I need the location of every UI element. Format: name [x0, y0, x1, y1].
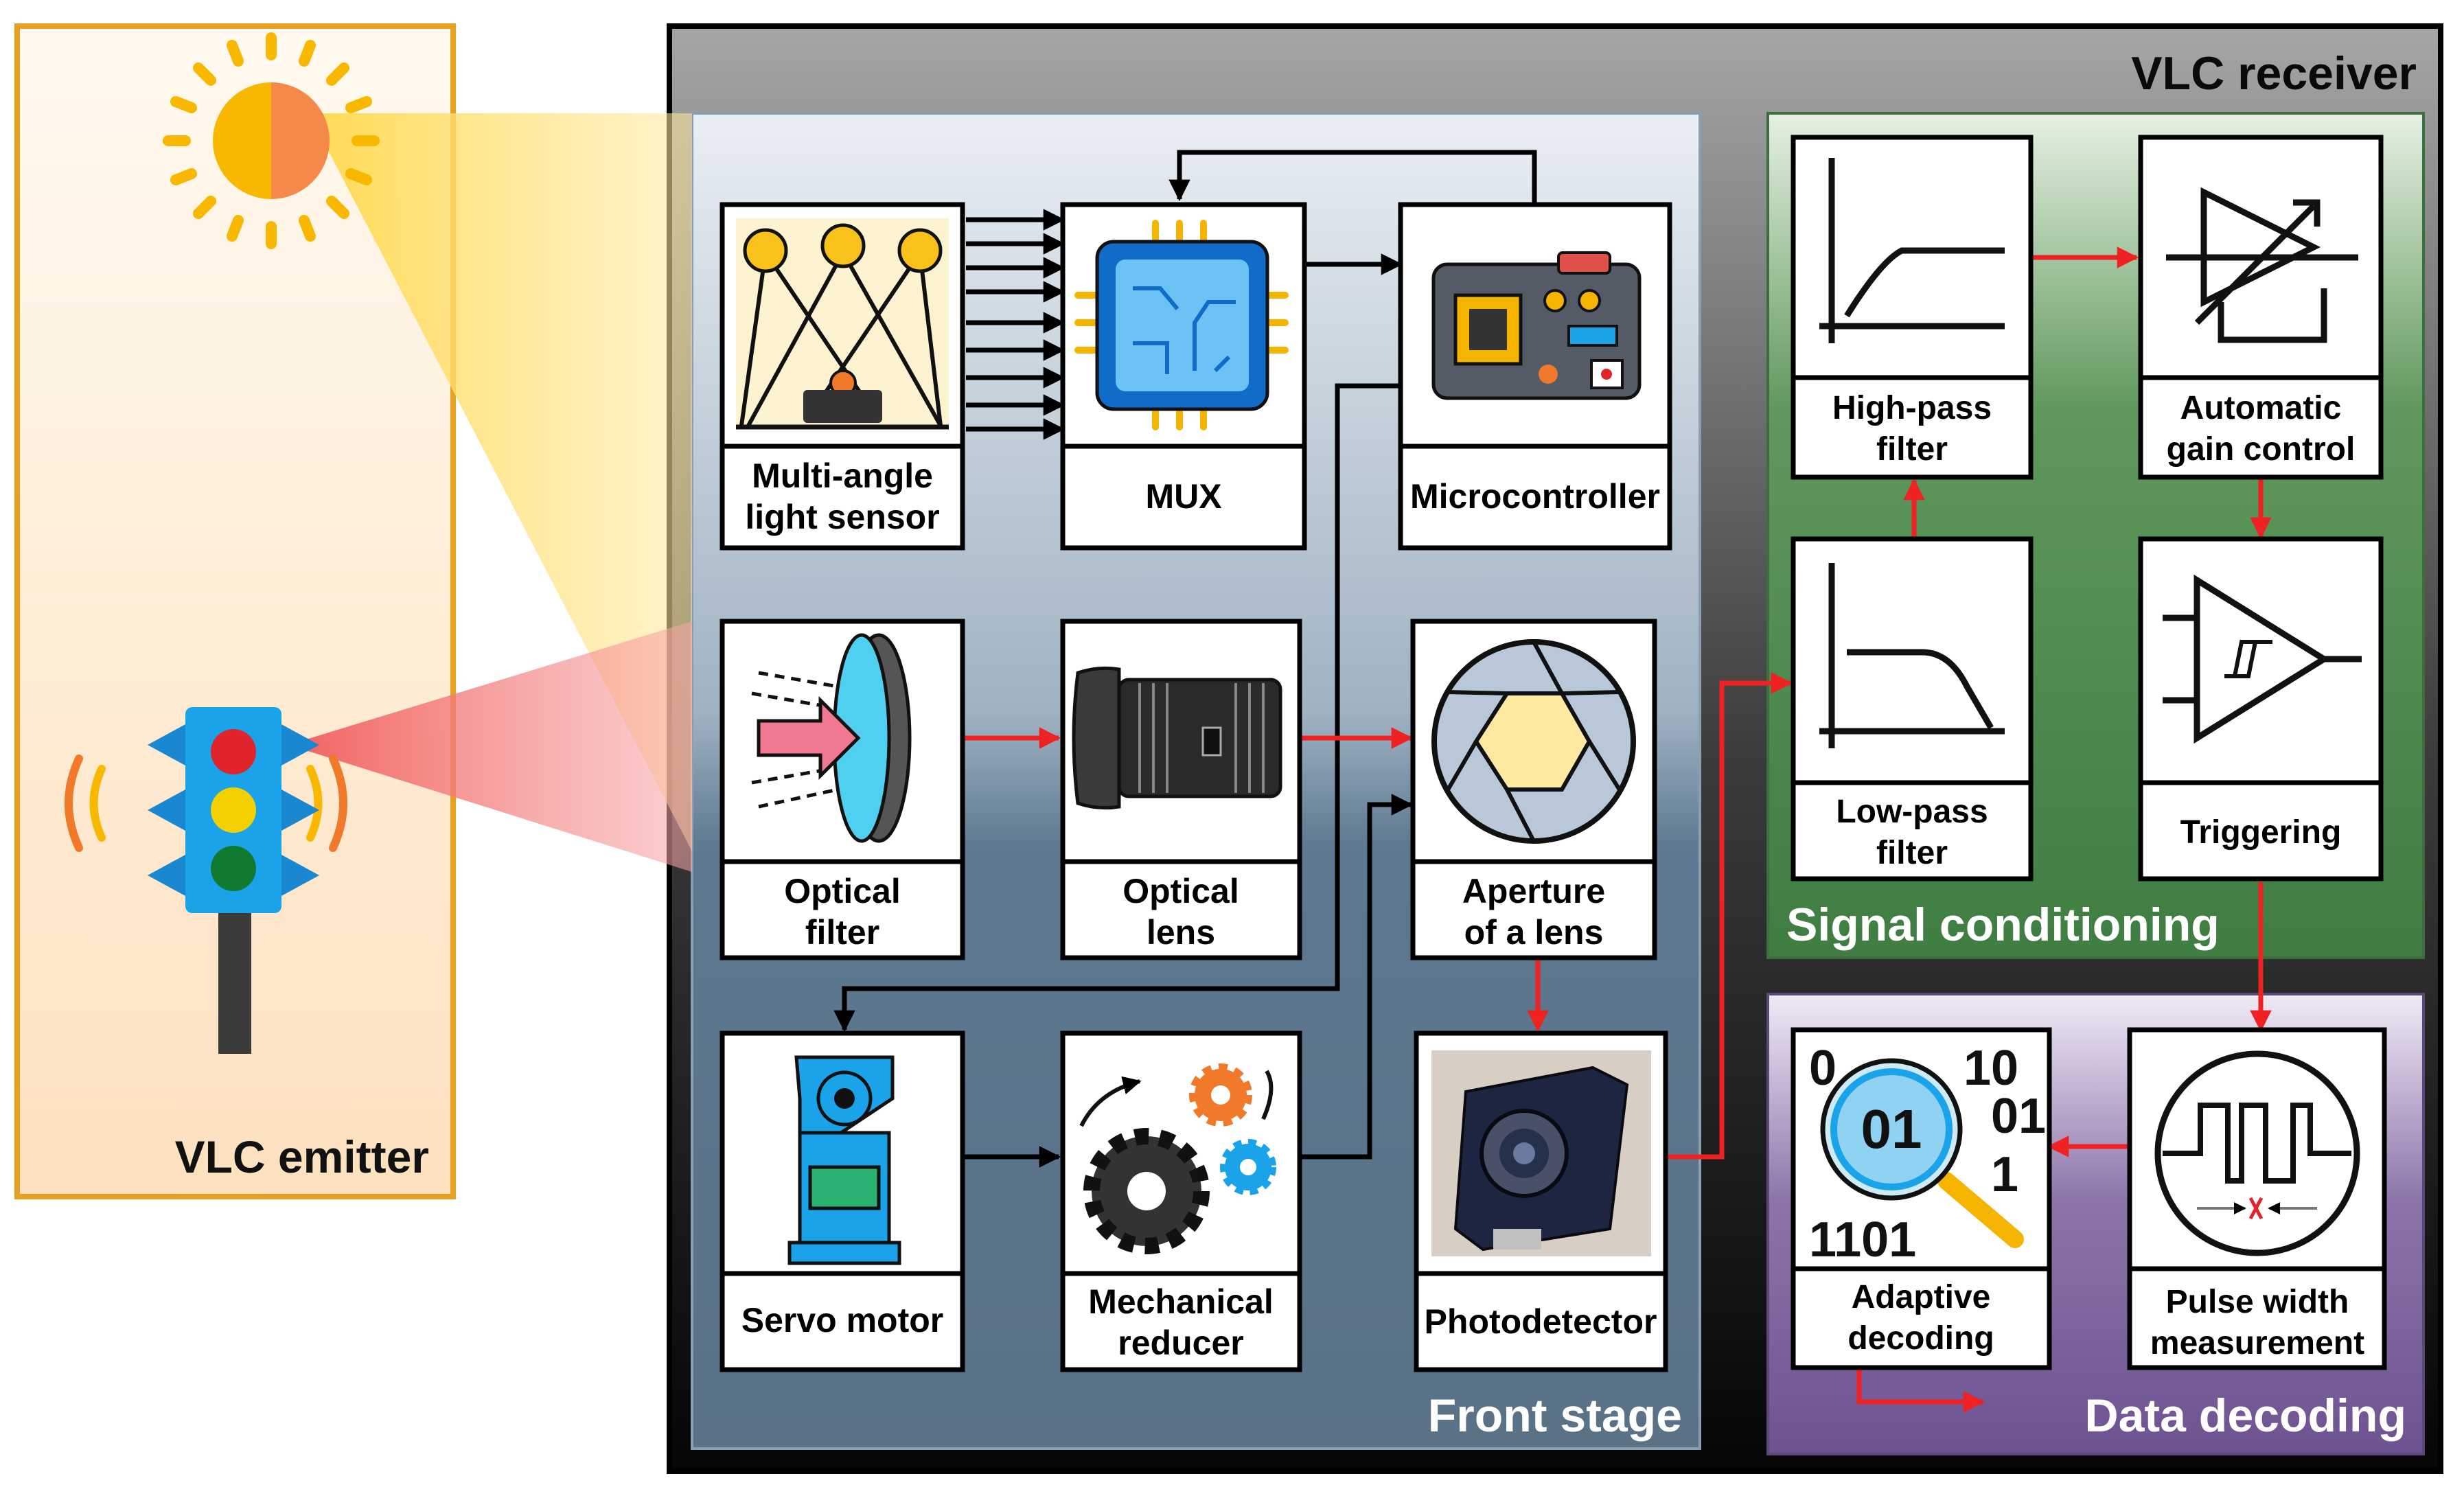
- optical-lens-label-2: lens: [1147, 913, 1215, 952]
- multi-angle-light-sensor-block: Multi-angle light sensor: [719, 202, 965, 551]
- decoding-label-1: Adaptive: [1852, 1279, 1991, 1315]
- optical-filter-label-2: filter: [805, 913, 879, 952]
- photodetector-block: Photodetector: [1414, 1030, 1668, 1372]
- optical-filter-block: Optical filter: [719, 619, 965, 960]
- low-pass-filter-block: Low-pass filter: [1791, 536, 2034, 882]
- data-decoding-title: Data decoding: [2085, 1390, 2407, 1442]
- agc-amplifier-icon: [2166, 187, 2358, 343]
- optical-lens-label-1: Optical: [1122, 872, 1239, 910]
- triggering-label: Triggering: [2180, 814, 2342, 851]
- automatic-gain-control-block: Automatic gain control: [2138, 135, 2384, 480]
- front-stage-title: Front stage: [1428, 1390, 1682, 1442]
- mux-block: MUX: [1060, 202, 1307, 551]
- aperture-label-2: of a lens: [1464, 913, 1604, 952]
- binary-digit-1: 0: [1809, 1041, 1837, 1096]
- emitter-title: VLC emitter: [175, 1131, 429, 1182]
- magnifier-binary-icon: 0 10 01 1 1101 01: [1809, 1041, 2046, 1267]
- binary-digit-2: 10: [1964, 1041, 2018, 1096]
- signal-light-beam: [288, 621, 692, 872]
- connectors: [833, 150, 2272, 1413]
- reducer-label-2: reducer: [1118, 1324, 1243, 1362]
- receiver-title: VLC receiver: [2131, 47, 2417, 100]
- binary-digit-3: 01: [1991, 1089, 2046, 1144]
- mux-chip-icon: [1074, 220, 1289, 430]
- light-sensor-icon: [736, 218, 949, 430]
- pwm-label-1: Pulse width: [2166, 1284, 2349, 1320]
- microcontroller-block: Microcontroller: [1398, 202, 1672, 551]
- gears-icon: [1079, 1063, 1276, 1254]
- sensor-label-2: light sensor: [745, 498, 939, 536]
- microcontroller-label: Microcontroller: [1410, 477, 1660, 516]
- pwm-label-2: measurement: [2150, 1325, 2364, 1361]
- servo-motor-label: Servo motor: [741, 1301, 944, 1339]
- agc-label-2: gain control: [2167, 431, 2356, 468]
- adaptive-decoding-block: 0 10 01 1 1101 01 Adaptive decoding: [1791, 1027, 2052, 1370]
- aperture-label-1: Aperture: [1462, 872, 1605, 910]
- magnified-digits: 01: [1861, 1098, 1922, 1160]
- agc-label-1: Automatic: [2180, 390, 2342, 426]
- camera-module-icon: [1431, 1050, 1651, 1256]
- signal-conditioning-title: Signal conditioning: [1786, 899, 2220, 951]
- optical-filter-icon: [751, 633, 912, 843]
- servo-motor-icon: [787, 1055, 901, 1265]
- pulse-width-icon: [2154, 1050, 2360, 1256]
- decoding-label-2: decoding: [1847, 1320, 1994, 1357]
- lpf-label-1: Low-pass: [1836, 794, 1988, 830]
- traffic-light-icon: [65, 707, 347, 1054]
- high-pass-filter-block: High-pass filter: [1791, 135, 2034, 480]
- optical-filter-label-1: Optical: [784, 872, 900, 910]
- low-pass-filter-icon: [1819, 563, 2005, 748]
- photodetector-label: Photodetector: [1425, 1302, 1657, 1341]
- mux-label: MUX: [1145, 477, 1221, 516]
- high-pass-filter-icon: [1819, 158, 2005, 343]
- binary-digit-5: 1101: [1809, 1212, 1916, 1267]
- lpf-label-2: filter: [1876, 835, 1948, 871]
- binary-digit-4: 1: [1991, 1147, 2018, 1202]
- hpf-label-2: filter: [1876, 431, 1948, 468]
- mechanical-reducer-block: Mechanical reducer: [1060, 1030, 1302, 1372]
- microcontroller-board-icon: [1431, 251, 1642, 400]
- optical-lens-block: Optical lens: [1060, 619, 1302, 960]
- camera-lens-icon: [1072, 666, 1282, 810]
- triggering-block: Triggering: [2138, 536, 2384, 882]
- pulse-width-measurement-block: Pulse width measurement: [2127, 1027, 2387, 1370]
- schmitt-trigger-icon: [2163, 574, 2362, 744]
- sun-icon: [163, 32, 380, 249]
- aperture-block: Aperture of a lens: [1410, 619, 1657, 960]
- sensor-label-1: Multi-angle: [752, 457, 933, 495]
- hpf-label-1: High-pass: [1832, 390, 1992, 426]
- servo-motor-block: Servo motor: [719, 1030, 965, 1372]
- reducer-label-1: Mechanical: [1088, 1282, 1274, 1321]
- aperture-icon: [1431, 639, 1636, 844]
